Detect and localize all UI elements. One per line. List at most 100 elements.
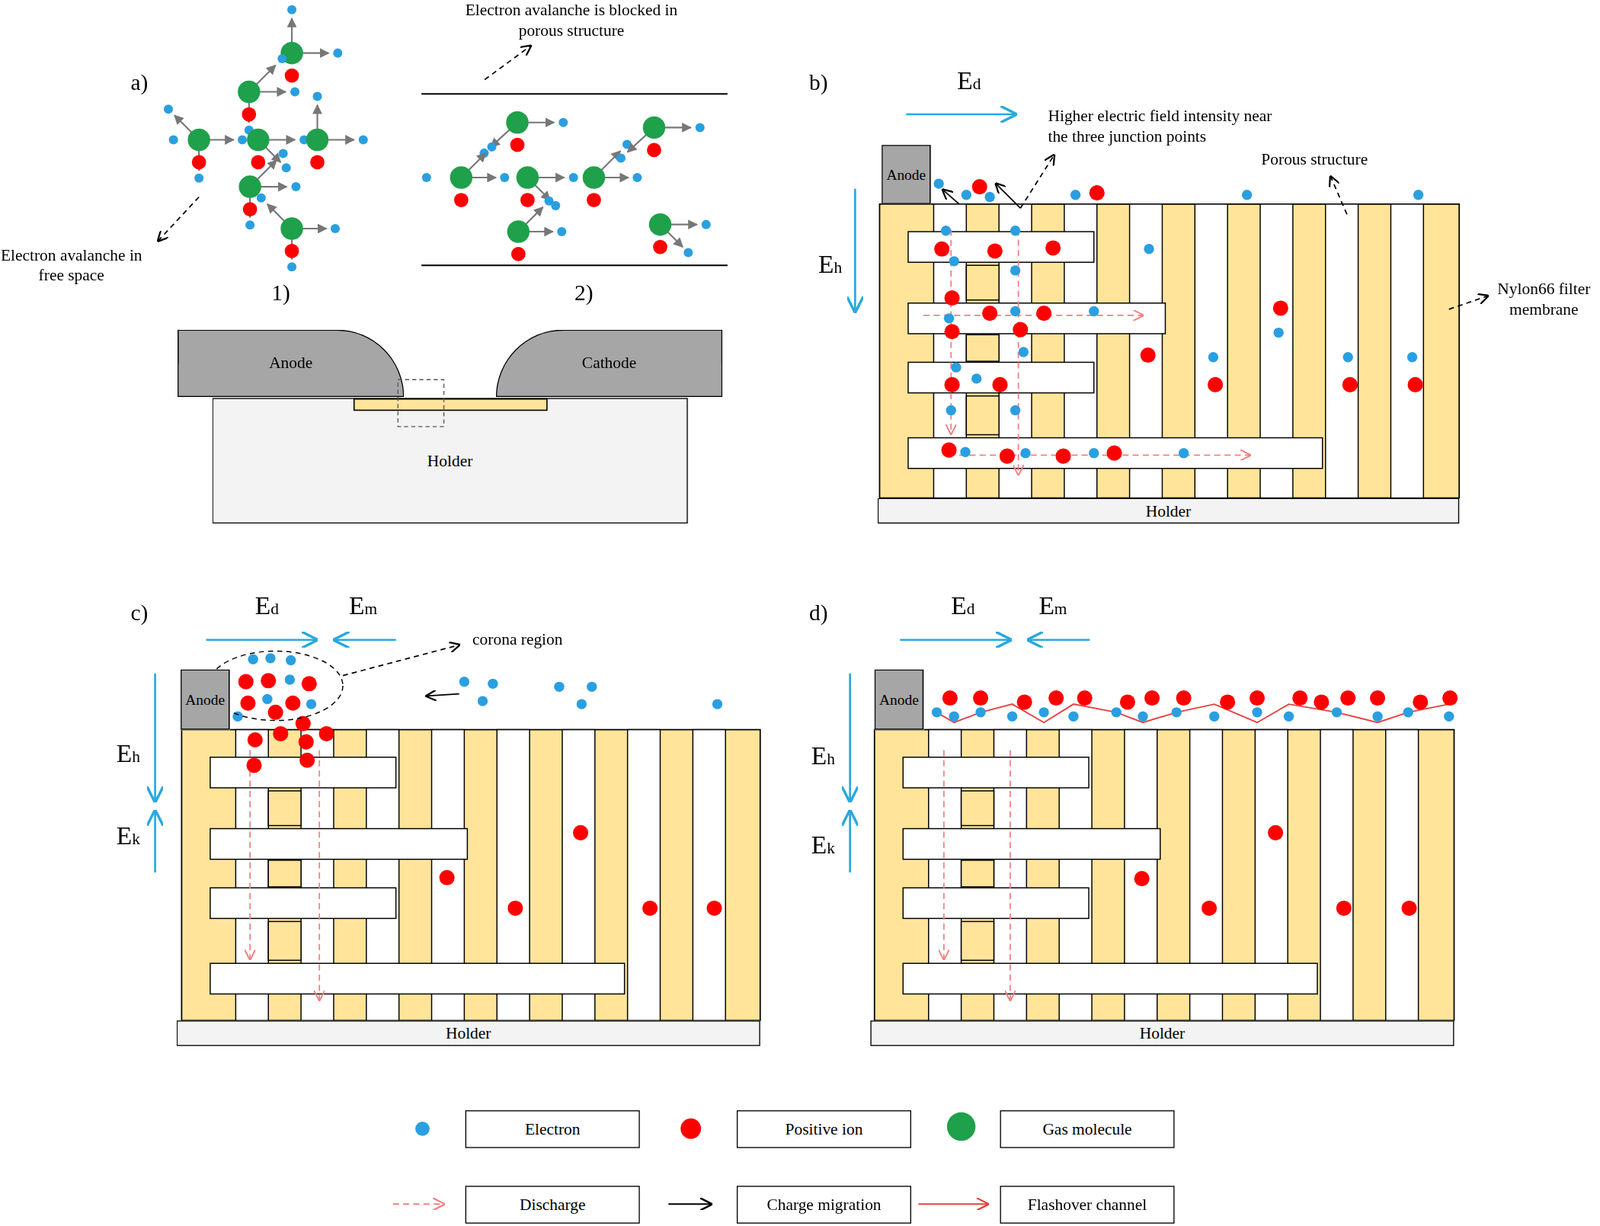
electron-dot	[1018, 346, 1029, 357]
legend-label: Positive ion	[785, 1119, 864, 1140]
panel-letter: d)	[809, 600, 829, 628]
electron-dot	[616, 153, 626, 164]
node-label: Anode	[879, 689, 919, 711]
positive-ion-dot	[999, 448, 1015, 464]
pore-channel	[1385, 729, 1419, 1021]
positive-ion-dot	[247, 732, 263, 748]
positive-ion-dot	[940, 442, 957, 458]
electron-dot	[556, 227, 567, 237]
positive-ion-dot	[1207, 377, 1223, 393]
positive-ion-dot	[972, 179, 988, 195]
electron-dot	[479, 148, 489, 158]
boundary-line	[421, 92, 728, 95]
positive-ion-dot	[1106, 445, 1122, 461]
membrane-fibre	[966, 396, 999, 436]
electron-dot	[1137, 710, 1148, 721]
electron-dot	[695, 122, 705, 132]
membrane-fibre	[961, 921, 995, 960]
panel-letter: a)	[130, 69, 148, 96]
electron-dot	[256, 193, 266, 203]
electron-dot	[422, 172, 432, 183]
electron-dot	[1241, 189, 1252, 200]
gas-molecule	[187, 128, 210, 151]
panel-letter: 2)	[574, 279, 594, 307]
electron-dot	[291, 182, 301, 192]
leader-line	[158, 196, 200, 241]
pore-channel	[1390, 204, 1424, 499]
electron-dot	[284, 674, 295, 685]
electron-dot	[1143, 243, 1154, 254]
node-label: Anode	[268, 352, 313, 374]
electron-dot	[984, 192, 995, 202]
positive-ion-dot	[982, 305, 998, 321]
electron-dot	[287, 262, 297, 272]
legend-label: Discharge	[519, 1194, 586, 1216]
electron-dot	[1413, 189, 1424, 200]
field-arrow	[334, 638, 396, 641]
positive-ion-dot	[1412, 694, 1428, 710]
positive-ion-dot	[284, 68, 300, 84]
field-arrow	[899, 638, 1011, 641]
annotation: Higher electric field intensity near the…	[1047, 105, 1273, 148]
legend-box: Charge migration	[736, 1185, 912, 1224]
legend-line-sample	[393, 1203, 445, 1205]
electron-dot	[1088, 306, 1099, 317]
positive-ion-dot	[944, 377, 960, 393]
annotation: Porous structure	[1260, 149, 1368, 170]
positive-ion-dot	[243, 201, 258, 217]
positive-ion-dot	[987, 243, 1003, 259]
positive-ion-dot	[250, 155, 266, 170]
electron-dot	[961, 189, 972, 200]
electron-dot	[1407, 352, 1418, 362]
positive-ion-dot	[272, 726, 288, 742]
positive-ion-dot	[192, 155, 207, 170]
electron-dot	[940, 225, 951, 236]
annotation: Nylon66 filter membrane	[1491, 278, 1597, 320]
electron-dot	[933, 178, 944, 189]
field-symbol: Em	[1038, 592, 1067, 623]
electron-dot	[477, 695, 488, 706]
electron-dot	[1010, 265, 1021, 276]
legend-swatch	[415, 1121, 430, 1136]
legend-box: Discharge	[465, 1185, 640, 1224]
charge-migration-arrow	[995, 183, 1021, 208]
electron-dot	[960, 447, 970, 458]
membrane-fibre	[966, 265, 999, 301]
node-label: Holder	[427, 450, 474, 471]
membrane-fibre	[268, 860, 301, 887]
positive-ion-dot	[284, 695, 301, 711]
positive-ion-dot	[1369, 690, 1386, 706]
field-symbol: Ed	[950, 592, 975, 623]
electron-dot	[1020, 448, 1031, 458]
positive-ion-dot	[507, 900, 523, 916]
electron-dot	[247, 653, 258, 664]
legend-label: Charge migration	[766, 1194, 881, 1216]
leader-line	[484, 45, 531, 80]
legend-box: Electron	[465, 1110, 640, 1149]
positive-ion-dot	[1401, 900, 1418, 916]
electron-dot	[1038, 707, 1049, 717]
positive-ion-dot	[642, 900, 658, 916]
electron-dot	[632, 172, 642, 183]
positive-ion-dot	[1089, 185, 1105, 201]
pore-channel	[692, 729, 726, 1021]
electron-dot	[569, 172, 579, 183]
positive-ion-dot	[510, 137, 525, 153]
gas-molecule	[582, 166, 605, 189]
positive-ion-dot	[319, 726, 335, 742]
electron-dot	[946, 405, 957, 416]
positive-ion-dot	[1017, 694, 1033, 710]
field-arrow	[854, 188, 857, 312]
electron-dot	[1010, 225, 1021, 236]
positive-ion-dot	[241, 107, 256, 122]
membrane-fibre	[268, 790, 301, 826]
electron-dot	[1208, 352, 1219, 362]
positive-ion-dot	[1313, 694, 1329, 710]
electron-dot	[1209, 710, 1220, 721]
electrode-block: Anode	[177, 329, 404, 397]
positive-ion-dot	[1048, 690, 1064, 706]
field-arrow	[206, 638, 317, 641]
electron-dot	[944, 313, 954, 324]
positive-ion-dot	[310, 155, 325, 170]
gas-molecule	[246, 128, 269, 151]
